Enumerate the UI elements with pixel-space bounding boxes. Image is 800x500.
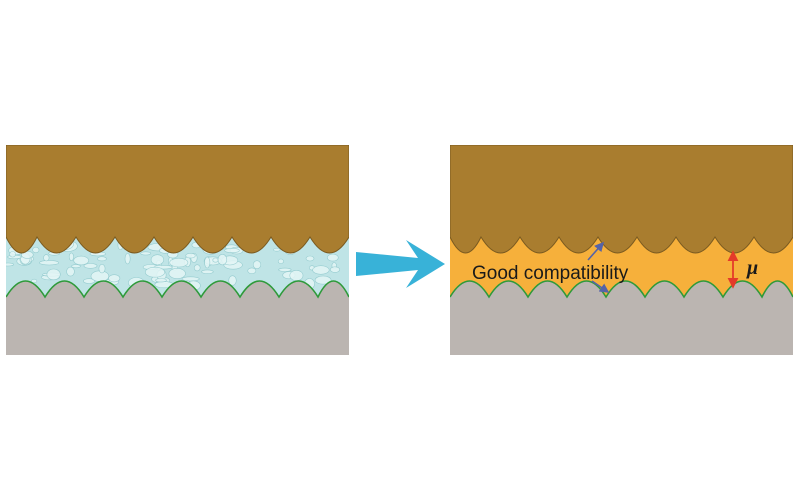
lower-surface-right (450, 281, 793, 355)
water-droplet (277, 258, 284, 264)
water-droplet (71, 264, 81, 269)
water-droplet (66, 266, 75, 277)
water-droplet (278, 267, 292, 272)
water-droplet (273, 247, 281, 252)
water-droplet (32, 246, 40, 254)
water-droplet (6, 262, 14, 267)
water-droplet (217, 254, 228, 266)
right-panel (450, 145, 793, 355)
diagonal-arrow-icon (591, 280, 610, 293)
water-droplet (224, 248, 240, 254)
water-droplet (228, 275, 237, 286)
water-droplet (43, 254, 50, 262)
water-droplet (314, 275, 332, 285)
water-droplet (39, 260, 60, 266)
upper-surface-left (6, 145, 349, 254)
diagonal-arrow-icon (587, 241, 605, 261)
lower-surface-edge-left (6, 280, 349, 299)
water-droplet (169, 257, 189, 268)
water-droplet (252, 260, 262, 270)
water-droplet (83, 263, 98, 269)
water-droplet (155, 278, 167, 283)
right-arrow-icon (356, 240, 445, 288)
water-droplet (98, 264, 106, 274)
water-droplet (312, 265, 330, 275)
thickness-symbol: μ (746, 257, 758, 279)
water-droplet (124, 253, 131, 265)
water-droplet (97, 256, 107, 262)
lower-surface-edge-right (450, 280, 793, 299)
water-droplet (305, 255, 315, 262)
water-droplet (31, 278, 38, 284)
water-droplet (68, 252, 74, 261)
water-droplet (82, 278, 96, 284)
water-droplet (140, 251, 152, 256)
water-droplet (145, 266, 166, 278)
water-droplet (289, 269, 304, 281)
water-droplet (193, 264, 201, 272)
water-droplet (46, 268, 61, 281)
water-droplet (108, 274, 121, 283)
water-droplet (73, 255, 89, 266)
water-droplet (9, 251, 16, 258)
water-droplet (168, 267, 186, 279)
compatibility-label: Good compatibility (472, 263, 629, 284)
water-droplet (201, 269, 214, 274)
water-droplet (326, 253, 339, 262)
water-droplet (247, 267, 257, 274)
lower-surface-left (6, 281, 349, 355)
left-panel (6, 145, 349, 355)
water-droplet (181, 276, 200, 282)
water-droplet (212, 257, 219, 263)
water-droplet (150, 254, 164, 266)
water-droplet (329, 266, 340, 273)
water-droplet (185, 253, 196, 259)
water-droplet (204, 256, 211, 269)
upper-surface-right (450, 145, 793, 254)
